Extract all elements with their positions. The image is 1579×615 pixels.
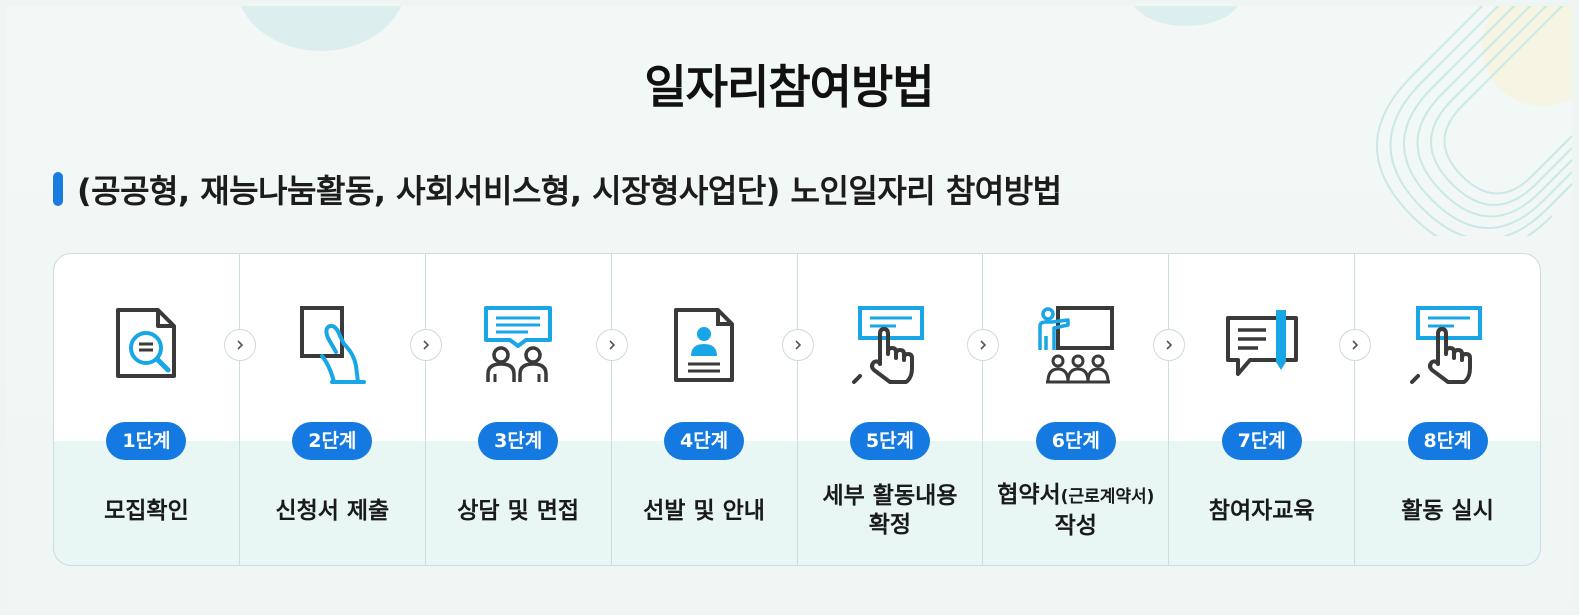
step-label: 상담 및 면접 [457, 497, 580, 524]
hand-paper-icon [300, 306, 367, 384]
step-label: 세부 활동내용 확정 [798, 476, 983, 546]
steps-container: 1단계 모집확인 2단계 신청서 제출 [53, 253, 1541, 566]
step-badge: 3단계 [478, 422, 559, 460]
step-label-line: 작성 [1054, 513, 1097, 539]
step-badge: 5단계 [849, 422, 930, 460]
hand-touch-icon [1409, 306, 1482, 384]
chevron-right-icon [1153, 329, 1186, 361]
step-5: 5단계 세부 활동내용 확정 [798, 254, 1000, 565]
chevron-right-icon [595, 329, 628, 361]
hand-touch-icon [851, 306, 924, 384]
decorative-lines [1376, 6, 1572, 236]
step-2: 2단계 신청서 제출 [240, 254, 442, 565]
chevron-right-icon [781, 329, 814, 361]
step-label: 활동 실시 [1401, 497, 1494, 524]
step-7: 7단계 참여자교육 [1169, 254, 1372, 565]
step-badge: 8단계 [1407, 422, 1488, 460]
step-8: 8단계 활동 실시 [1355, 254, 1540, 565]
step-label-main: 협약서 [997, 482, 1061, 508]
step-label: 협약서(근로계약서) 작성 [983, 476, 1168, 546]
step-label: 신청서 제출 [275, 497, 390, 524]
chat-pen-icon [1225, 310, 1298, 376]
profile-document-icon [674, 308, 735, 382]
step-4: 4단계 선발 및 안내 [612, 254, 814, 565]
step-6: 6단계 협약서(근로계약서) 작성 [983, 254, 1186, 565]
step-3: 3단계 상담 및 면접 [426, 254, 628, 565]
step-label-line: 협약서(근로계약서) [997, 481, 1154, 512]
chevron-right-icon [967, 329, 1000, 361]
step-label: 참여자교육 [1208, 497, 1315, 524]
document-search-icon [116, 308, 177, 378]
section-marker [53, 172, 63, 206]
section-header: (공공형, 재능나눔활동, 사회서비스형, 시장형사업단) 노인일자리 참여방법 [53, 166, 1062, 212]
chevron-right-icon [223, 329, 256, 361]
step-badge: 2단계 [292, 422, 373, 460]
step-badge: 4단계 [664, 422, 745, 460]
step-label: 선발 및 안내 [643, 497, 765, 524]
presentation-icon [1038, 306, 1114, 384]
step-badge: 1단계 [106, 422, 187, 460]
step-label: 모집확인 [104, 497, 189, 524]
chevron-right-icon [1339, 329, 1372, 361]
section-subtitle: (공공형, 재능나눔활동, 사회서비스형, 시장형사업단) 노인일자리 참여방법 [77, 172, 1062, 210]
step-label-line: 세부 활동내용 [822, 483, 958, 509]
step-label-note: (근로계약서) [1060, 487, 1155, 507]
step-badge: 6단계 [1035, 422, 1116, 460]
meeting-icon [484, 306, 553, 382]
step-label-line: 확정 [868, 512, 912, 538]
step-badge: 7단계 [1221, 422, 1302, 460]
chevron-right-icon [409, 329, 442, 361]
step-1: 1단계 모집확인 [54, 254, 256, 565]
decorative-circle [1131, 6, 1241, 26]
page-canvas: 일자리참여방법 (공공형, 재능나눔활동, 사회서비스형, 시장형사업단) 노인… [6, 6, 1572, 606]
decorative-circle [236, 6, 406, 51]
page-title: 일자리참여방법 [644, 60, 934, 114]
